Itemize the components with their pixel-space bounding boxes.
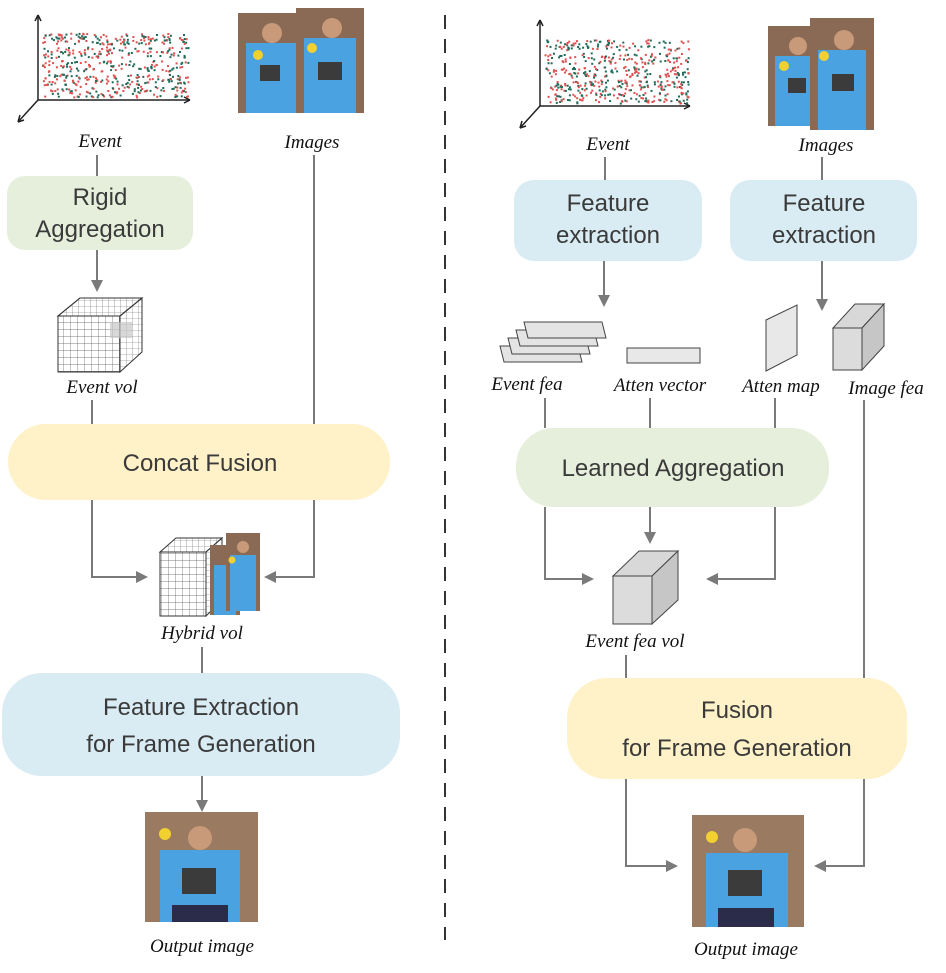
atten-map-label: Atten map xyxy=(740,376,820,397)
fusion-frame-box xyxy=(567,678,907,779)
image-feature-cube-icon xyxy=(831,302,886,372)
event-feature-extraction-line1: Feature xyxy=(567,190,650,217)
fusion-frame-line2: for Frame Generation xyxy=(622,735,851,762)
rigid-aggregation-box xyxy=(7,176,193,250)
left-images-label: Images xyxy=(284,132,340,153)
event-fea-vol-label: Event fea vol xyxy=(584,631,684,652)
event-volume-icon xyxy=(56,296,144,374)
hybrid-vol-label: Hybrid vol xyxy=(160,623,243,644)
feature-extraction-frame-box xyxy=(2,673,400,776)
attention-vector-icon xyxy=(626,347,701,364)
right-images-label: Images xyxy=(798,135,854,156)
concat-fusion-box xyxy=(8,424,390,500)
event-vol-label: Event vol xyxy=(65,377,137,398)
event-fea-label: Event fea xyxy=(490,374,562,395)
image-feature-extraction-line1: Feature xyxy=(783,190,866,217)
event-feature-stack-icon xyxy=(499,321,607,363)
event-scatter-icon xyxy=(17,14,191,123)
event-feature-extraction-box xyxy=(514,180,702,261)
fusion-frame-line1: Fusion xyxy=(701,697,773,724)
image-feature-extraction-box xyxy=(730,180,917,261)
concat-fusion-label: Concat Fusion xyxy=(123,450,278,477)
right-event-label: Event xyxy=(585,134,630,155)
right-input-images-icon xyxy=(768,18,874,130)
rigid-aggregation-line2: Aggregation xyxy=(35,216,164,243)
left-event-label: Event xyxy=(77,131,122,152)
event-scatter-icon-right xyxy=(519,19,691,129)
event-feature-volume-icon xyxy=(611,549,680,626)
input-images-icon xyxy=(238,8,364,113)
image-fea-label: Image fea xyxy=(847,378,923,399)
left-output-label: Output image xyxy=(150,936,254,957)
image-feature-extraction-line2: extraction xyxy=(772,222,876,249)
learned-aggregation-box xyxy=(516,428,829,507)
right-output-label: Output image xyxy=(694,939,798,960)
hybrid-volume-icon xyxy=(158,533,260,618)
atten-vector-label: Atten vector xyxy=(612,375,707,396)
right-output-image xyxy=(692,815,804,927)
left-output-image xyxy=(145,812,258,922)
rigid-aggregation-line1: Rigid xyxy=(73,184,128,211)
feature-extraction-frame-line2: for Frame Generation xyxy=(86,731,315,758)
learned-aggregation-label: Learned Aggregation xyxy=(562,455,785,482)
event-feature-extraction-line2: extraction xyxy=(556,222,660,249)
attention-map-icon xyxy=(765,304,798,372)
feature-extraction-frame-line1: Feature Extraction xyxy=(103,694,299,721)
